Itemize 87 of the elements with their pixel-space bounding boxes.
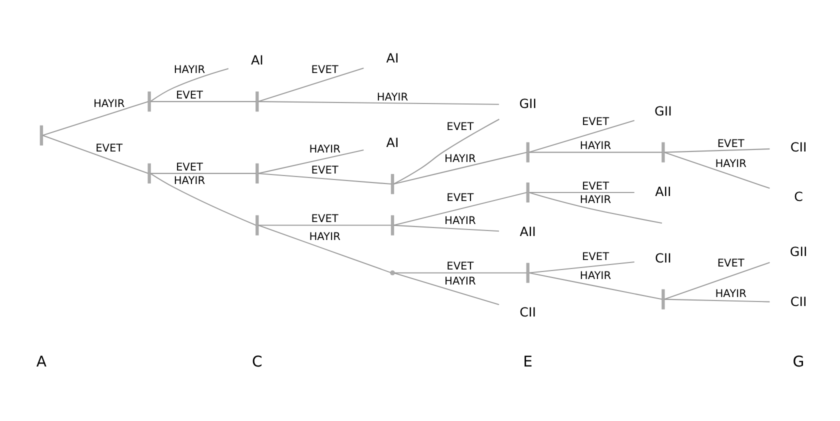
- connector: [258, 100, 499, 104]
- edge-label: EVET: [717, 138, 744, 150]
- edge-label: EVET: [446, 191, 474, 204]
- edge-label: EVET: [446, 120, 474, 133]
- edge-label: EVET: [311, 212, 338, 225]
- edge-label: HAYIR: [444, 274, 476, 287]
- edge-label: HAYIR: [174, 174, 206, 187]
- connector: [150, 68, 229, 102]
- node-bar: [256, 214, 259, 235]
- edge-label: HAYIR: [309, 230, 340, 243]
- connector: [42, 134, 148, 174]
- edge-label: HAYIR: [580, 140, 612, 152]
- edge-label: HAYIR: [580, 194, 612, 206]
- connector: [528, 272, 662, 300]
- edge-label: EVET: [582, 250, 610, 263]
- edge-label: EVET: [582, 115, 610, 128]
- connector: [529, 191, 634, 193]
- edge-label: HAYIR: [93, 97, 125, 110]
- node-text: AI: [386, 50, 399, 66]
- connector: [394, 118, 500, 184]
- node-text: CII: [655, 250, 672, 265]
- edge-label: HAYIR: [309, 142, 340, 155]
- label: E: [523, 353, 533, 370]
- edge-label: HAYIR: [444, 152, 476, 164]
- connector: [394, 272, 527, 273]
- edge-label: HAYIR: [376, 91, 408, 103]
- node-bar: [390, 214, 394, 235]
- connector: [394, 224, 500, 232]
- edge-label: EVET: [176, 160, 203, 173]
- edge-label: EVET: [96, 142, 123, 154]
- label: C: [252, 353, 262, 370]
- edge-label: HAYIR: [444, 214, 476, 227]
- edge-label: EVET: [311, 164, 338, 176]
- node-bar: [40, 124, 44, 145]
- node-text: C: [794, 188, 803, 204]
- node-text: CII: [790, 138, 807, 154]
- node-text: CII: [790, 293, 807, 308]
- connector: [258, 67, 364, 102]
- node-point: [390, 270, 395, 275]
- connector: [150, 172, 256, 174]
- node-bar: [662, 142, 665, 162]
- connector: [258, 224, 392, 226]
- edge-label: EVET: [176, 88, 203, 101]
- node-bar: [526, 142, 530, 162]
- connector: [258, 149, 364, 174]
- connector: [394, 151, 527, 184]
- connector: [528, 192, 662, 224]
- connector: [664, 151, 770, 188]
- connector: [529, 151, 662, 152]
- connector: [150, 100, 256, 102]
- node-text: GII: [654, 102, 672, 118]
- label: G: [792, 353, 804, 370]
- edge-label: HAYIR: [174, 64, 206, 76]
- connector: [42, 100, 148, 136]
- edge-label: HAYIR: [580, 270, 612, 282]
- connector: [528, 260, 634, 273]
- node-text: AII: [520, 223, 536, 238]
- node-text: AII: [655, 183, 672, 198]
- node-bar: [256, 162, 259, 183]
- node-bar: [148, 162, 151, 183]
- node-text: GII: [519, 96, 537, 111]
- node-bar: [662, 288, 665, 309]
- connector: [258, 224, 391, 273]
- edge-label: EVET: [311, 64, 338, 76]
- connector: [150, 172, 256, 226]
- connector: [664, 148, 770, 152]
- node-bar: [148, 91, 151, 112]
- edge-label: EVET: [717, 257, 744, 270]
- label: A: [36, 353, 47, 370]
- connector: [664, 298, 770, 302]
- connector: [258, 172, 392, 184]
- connector: [394, 192, 527, 226]
- node-bar: [526, 182, 530, 202]
- edge-label: HAYIR: [715, 288, 747, 300]
- node-bar: [256, 91, 259, 112]
- node-bar: [390, 174, 394, 194]
- connector: [394, 272, 500, 305]
- edge-label: EVET: [582, 180, 610, 192]
- edge-label: HAYIR: [715, 158, 747, 170]
- node-text: AI: [386, 134, 399, 150]
- node-text: AI: [250, 52, 264, 68]
- node-text: GII: [790, 244, 808, 259]
- connector: [664, 261, 770, 300]
- edge-label: EVET: [446, 260, 474, 272]
- node-bar: [526, 262, 530, 282]
- connector: [528, 120, 634, 152]
- node-text: CII: [520, 304, 536, 319]
